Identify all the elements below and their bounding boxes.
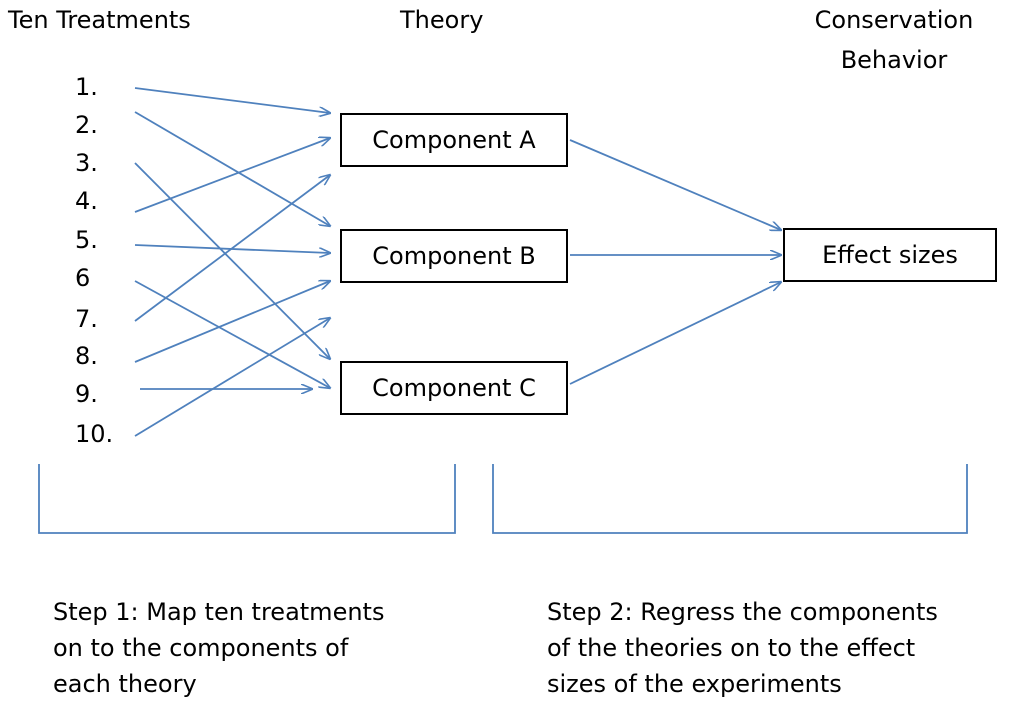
arrow-t6-to-c	[134, 280, 330, 388]
arrow-t8-to-b	[134, 281, 330, 363]
arrow-t3-to-c	[134, 162, 330, 359]
step1-line1: Step 1: Map ten treatments	[53, 598, 385, 626]
arrow-t1-to-a	[134, 87, 330, 113]
step2-bracket	[492, 464, 968, 534]
treatment-label-3: 3.	[75, 149, 98, 177]
step2-line3: sizes of the experiments	[547, 670, 842, 698]
component-b-box: Component B	[340, 229, 568, 283]
header-theory: Theory	[400, 6, 484, 34]
arrow-a-to-effect	[569, 139, 781, 230]
treatment-label-9: 9.	[75, 380, 98, 408]
arrow-t7-to-a	[134, 175, 330, 322]
step1-line3: each theory	[53, 670, 197, 698]
header-ten-treatments: Ten Treatments	[8, 6, 191, 34]
arrow-c-to-effect	[569, 282, 781, 385]
header-conservation-line: Conservation	[814, 6, 974, 34]
effect-sizes-box: Effect sizes	[783, 228, 997, 282]
treatment-label-8: 8.	[75, 342, 98, 370]
step1-description: Step 1: Map ten treatments on to the com…	[53, 594, 384, 702]
component-c-box: Component C	[340, 361, 568, 415]
treatment-label-6: 6	[75, 264, 91, 292]
arrow-t2-to-b	[134, 111, 330, 226]
step1-line2: on to the components of	[53, 634, 349, 662]
header-behavior-line: Behavior	[840, 46, 948, 74]
arrow-t4-to-a	[134, 138, 330, 213]
treatment-label-1: 1.	[75, 73, 98, 101]
arrow-t10-to-c	[134, 318, 330, 437]
treatment-label-5: 5.	[75, 226, 98, 254]
step2-line1: Step 2: Regress the components	[547, 598, 938, 626]
header-conservation-behavior: Conservation Behavior	[802, 0, 986, 80]
component-a-box: Component A	[340, 113, 568, 167]
treatment-label-10: 10.	[75, 420, 114, 448]
step1-bracket	[38, 464, 456, 534]
step2-description: Step 2: Regress the components of the th…	[547, 594, 938, 702]
treatment-label-7: 7.	[75, 305, 98, 333]
treatment-label-4: 4.	[75, 187, 98, 215]
step2-line2: of the theories on to the effect	[547, 634, 916, 662]
treatment-label-2: 2.	[75, 111, 98, 139]
